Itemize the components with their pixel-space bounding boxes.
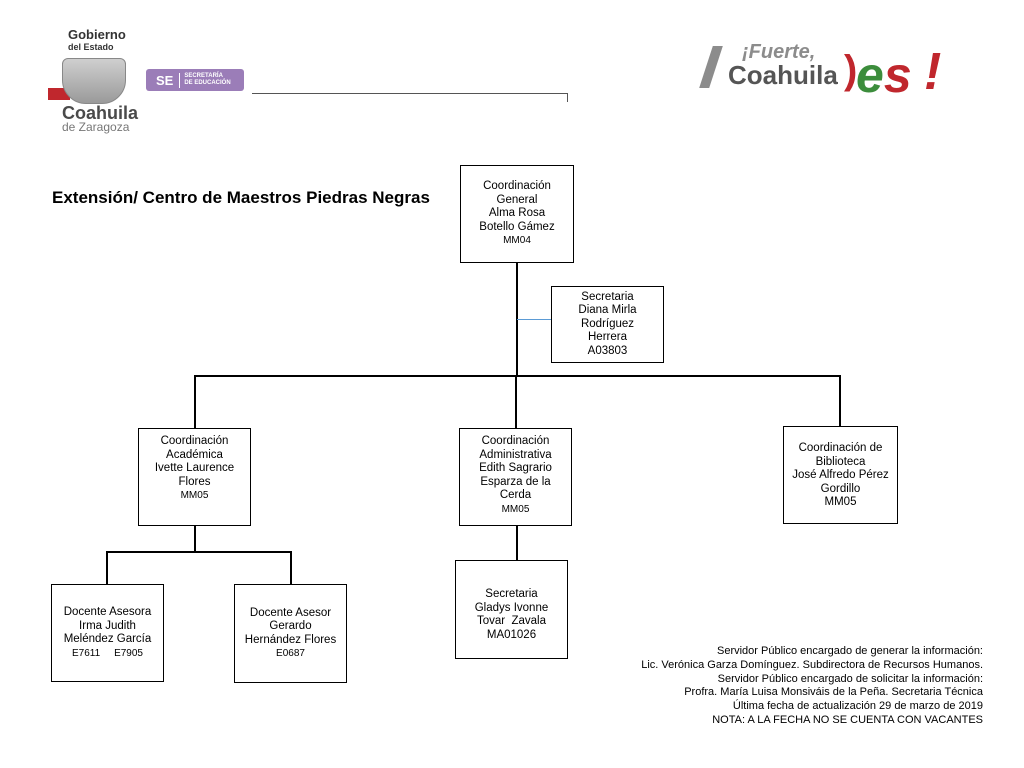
org-node-coordinacion-administrativa: Coordinación Administrativa Edith Sagrar… [459, 428, 572, 526]
footer-note: NOTA: A LA FECHA NO SE CUENTA CON VACANT… [712, 713, 983, 726]
paren-decoration: ) [844, 48, 858, 92]
node-line: Coordinación [160, 435, 229, 447]
org-node-secretaria-administrativa: Secretaria Gladys Ivonne Tovar Zavala MA… [455, 560, 568, 659]
node-line: Esparza de la [480, 475, 551, 488]
node-line: Administrativa [479, 448, 552, 461]
node-line: Cerda [499, 489, 532, 501]
header-rule-tick [567, 93, 568, 102]
node-line: José Alfredo Pérez [792, 469, 889, 481]
node-line: Secretaria [581, 290, 634, 303]
connector-academica [194, 375, 196, 429]
connector-administrativa-down [516, 525, 518, 561]
connector-secretaria [517, 319, 552, 320]
node-line: Hernández Flores [244, 633, 337, 646]
slogan-main: Coahuila [728, 60, 838, 90]
gobierno-label: Gobierno del Estado [68, 28, 126, 54]
connector-horizontal-main [194, 375, 840, 377]
node-line: Secretaria [485, 588, 538, 600]
node-code: E0687 [276, 648, 305, 659]
footer-line: Servidor Público encargado de generar la… [717, 645, 983, 657]
gobierno-line2: del Estado [68, 42, 114, 52]
header-rule [252, 93, 568, 94]
footer-line: Profra. María Luisa Monsiváis de la Peña… [684, 686, 983, 699]
coat-of-arms-icon [62, 58, 126, 104]
node-line: Gordillo [820, 482, 861, 495]
se-line2: DE EDUCACIÓN [184, 80, 231, 86]
footer-info: Servidor Público encargado de generar la… [641, 645, 983, 728]
node-line: Tovar Zavala [476, 615, 547, 627]
node-line: Gladys Ivonne [474, 601, 549, 614]
node-code: MM04 [503, 235, 531, 247]
state-name: Coahuila [62, 103, 139, 123]
node-line: Coordinación de [798, 442, 883, 454]
se-long: SECRETARÍA DE EDUCACIÓN [180, 73, 230, 87]
node-line: Docente Asesora [63, 606, 152, 618]
connector-administrativa [515, 375, 517, 429]
secretaria-educacion-badge: SE SECRETARÍA DE EDUCACIÓN [146, 69, 244, 91]
node-line: General [496, 193, 538, 206]
node-line: Meléndez García [63, 633, 152, 645]
slogan-top: ¡Fuerte, [742, 41, 816, 63]
node-line: Docente Asesor [249, 606, 332, 619]
slogan-exclamation: ! [924, 43, 942, 101]
node-line: Flores [178, 475, 211, 488]
node-code: MM05 [501, 503, 530, 515]
slogan-es: es [856, 50, 912, 100]
node-line: Irma Judith [79, 619, 136, 632]
node-line: Gerardo [269, 620, 312, 632]
se-short: SE [146, 72, 181, 88]
connector-academica-down [194, 525, 196, 552]
slash-decoration [699, 46, 723, 88]
footer-line: Lic. Verónica Garza Domínguez. Subdirect… [641, 658, 983, 671]
org-node-coordinacion-general: Coordinación General Alma Rosa Botello G… [460, 165, 574, 263]
node-line: Alma Rosa [488, 207, 546, 220]
node-line: Académica [166, 448, 223, 461]
node-code: E7611 E7905 [72, 647, 143, 659]
node-line: Edith Sagrario [479, 462, 552, 474]
gobierno-line1: Gobierno [68, 27, 126, 42]
org-node-docente-asesora: Docente Asesora Irma Judith Meléndez Gar… [51, 584, 164, 682]
slogan-es-e: e [856, 47, 884, 103]
gobierno-coahuila-logo: Gobierno del Estado Coahuila de Zaragoza… [48, 28, 248, 136]
node-line: Ivette Laurence [154, 462, 235, 474]
node-code: MM05 [180, 490, 209, 501]
se-line1: SECRETARÍA [184, 73, 223, 79]
org-node-secretaria-general: Secretaria Diana Mirla Rodríguez Herrera… [551, 286, 664, 363]
connector-docente-asesora [106, 551, 108, 585]
connector-general-down [516, 262, 518, 376]
connector-docentes-horizontal [106, 551, 292, 553]
org-node-docente-asesor: Docente Asesor Gerardo Hernández Flores … [234, 584, 347, 683]
node-line: Biblioteca [815, 455, 866, 468]
node-line: Coordinación [483, 180, 551, 193]
node-line: Herrera [588, 331, 627, 344]
footer-line: Servidor Público encargado de solicitar … [717, 672, 983, 685]
org-node-coordinacion-academica: Coordinación Académica Ivette Laurence F… [138, 428, 251, 526]
org-node-coordinacion-biblioteca: Coordinación de Biblioteca José Alfredo … [783, 426, 898, 524]
node-line: Coordinación [481, 435, 550, 447]
footer-line: Última fecha de actualización 29 de marz… [732, 700, 983, 713]
node-line: A03803 [587, 344, 628, 357]
node-line: Botello Gámez [479, 220, 555, 233]
page-title: Extensión/ Centro de Maestros Piedras Ne… [52, 188, 430, 207]
slogan-es-s: s [883, 47, 912, 103]
node-line: MM05 [824, 496, 857, 508]
state-suffix: de Zaragoza [62, 120, 130, 134]
connector-biblioteca [839, 375, 841, 427]
node-line: MA01026 [486, 628, 537, 641]
node-line: Rodríguez [580, 317, 635, 330]
fuerte-coahuila-logo: ¡Fuerte, Coahuila ) es ! [699, 40, 948, 112]
connector-docente-asesor [290, 551, 292, 585]
node-line: Diana Mirla [578, 304, 637, 317]
